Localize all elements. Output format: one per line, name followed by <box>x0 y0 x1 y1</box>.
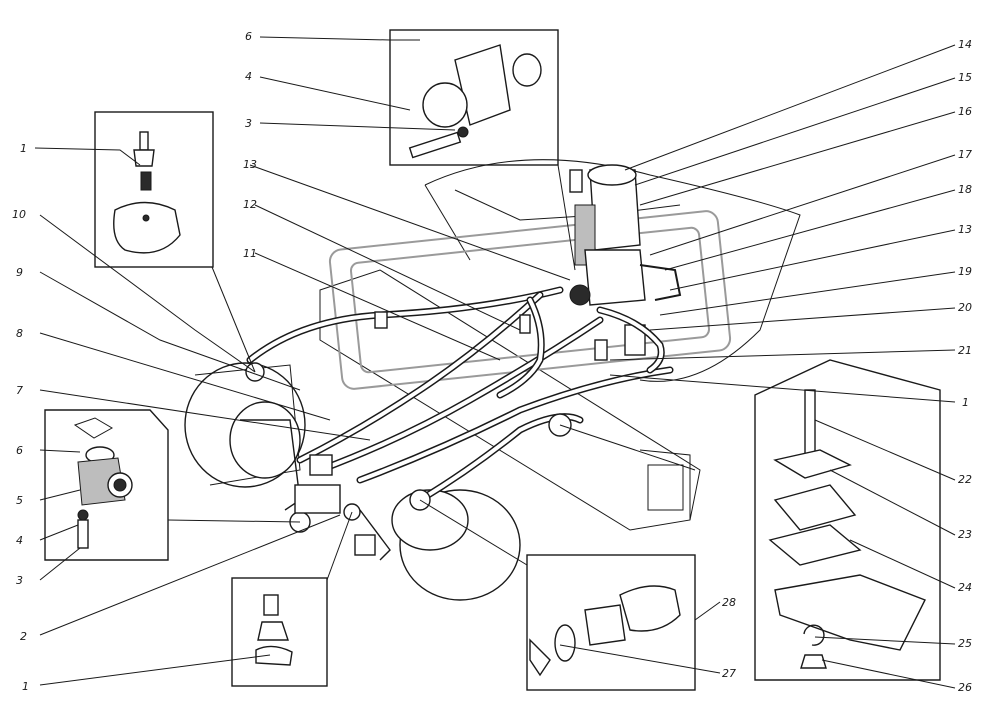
callout-16: 16 <box>958 105 972 118</box>
background-frame <box>319 159 801 531</box>
callout-9: 9 <box>16 266 23 279</box>
callout-19: 19 <box>958 265 972 278</box>
inset-flange-top <box>389 29 559 166</box>
inset-bracket-right <box>754 359 941 681</box>
callout-27: 27 <box>722 667 736 680</box>
inset-valve-left <box>44 409 169 561</box>
callout-28: 28 <box>722 596 736 609</box>
callout-17: 17 <box>958 148 972 161</box>
callout-3-top: 3 <box>245 117 252 130</box>
callout-labels: 1 6 4 3 10 9 8 7 6 5 4 3 2 1 13 12 11 14… <box>12 30 972 694</box>
brake-chamber-bottom <box>359 489 521 601</box>
callout-8: 8 <box>16 327 23 340</box>
callout-6-top: 6 <box>245 30 252 43</box>
callout-13-right: 13 <box>958 223 972 236</box>
callout-21: 21 <box>958 344 972 357</box>
callout-10: 10 <box>12 208 26 221</box>
callout-1-right: 1 <box>962 396 969 409</box>
inset-sensor-top-left <box>94 111 214 268</box>
callout-1-bottom: 1 <box>22 680 29 693</box>
callout-3-left: 3 <box>16 574 23 587</box>
callout-25: 25 <box>958 637 972 650</box>
callout-20: 20 <box>958 301 972 314</box>
inset-sensor-bottom <box>231 577 328 687</box>
callout-1-top: 1 <box>20 142 27 155</box>
callout-2: 2 <box>20 630 27 643</box>
compressor-assembly <box>569 164 646 356</box>
callout-7: 7 <box>16 384 23 397</box>
callout-4-top: 4 <box>245 70 252 83</box>
callout-14: 14 <box>958 38 972 51</box>
callout-6-left: 6 <box>16 444 23 457</box>
leader-lines <box>34 36 956 689</box>
callout-11: 11 <box>243 247 257 260</box>
callout-24: 24 <box>958 581 972 594</box>
callout-13-left: 13 <box>243 158 257 171</box>
inset-coupling-bottom <box>526 554 696 691</box>
callout-15: 15 <box>958 71 972 84</box>
callout-18: 18 <box>958 183 972 196</box>
callout-4-left: 4 <box>16 534 23 547</box>
callout-12: 12 <box>243 198 257 211</box>
callout-5: 5 <box>16 494 23 507</box>
callout-22: 22 <box>958 473 972 486</box>
callout-26: 26 <box>958 681 972 694</box>
callout-23: 23 <box>958 528 972 541</box>
fittings <box>245 311 608 556</box>
